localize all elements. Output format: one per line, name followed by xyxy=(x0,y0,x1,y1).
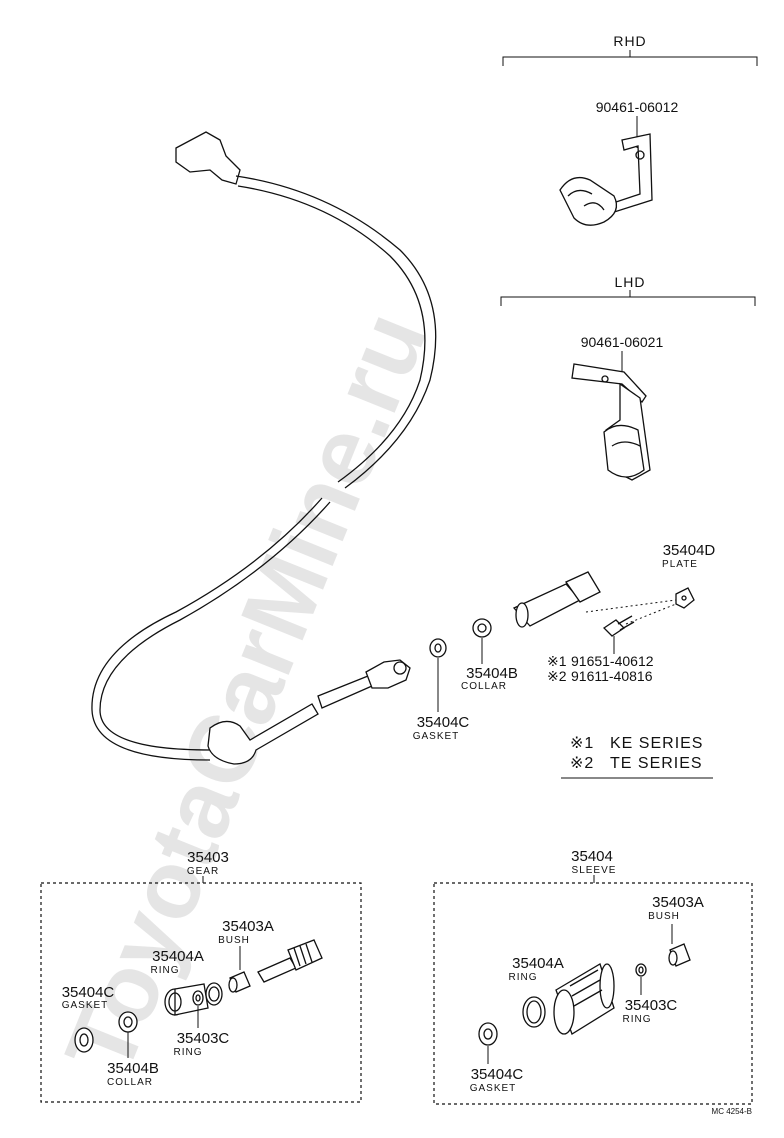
plate-label: PLATE xyxy=(662,559,698,570)
rhd-title: RHD xyxy=(613,33,646,49)
plate-icon xyxy=(675,587,695,609)
sleeve-gasket-number[interactable]: 35404C xyxy=(471,1066,524,1083)
bolt-mark-1: ※1 xyxy=(547,653,567,669)
gear-gasket-icon xyxy=(74,1027,94,1053)
sleeve-box-border xyxy=(433,882,753,1105)
bolt-icon xyxy=(602,615,635,654)
cable-meter-end-icon xyxy=(175,131,241,185)
sleeve-gasket-icon xyxy=(478,1022,498,1064)
rhd-section: RHD 90461-06012 xyxy=(502,33,758,226)
gear-bush-number[interactable]: 35403A xyxy=(222,918,274,935)
sleeve-bush-number[interactable]: 35403A xyxy=(652,894,704,911)
sleeve-box-label: SLEEVE xyxy=(572,865,617,876)
cable-lower-inner xyxy=(91,497,323,761)
gear-box: 35403 GEAR 35403A BUSH 35404A RING xyxy=(40,849,362,1103)
collar-label: COLLAR xyxy=(461,681,507,692)
lhd-bracket-line xyxy=(500,290,756,306)
gear-ring-a-label: RING xyxy=(151,965,180,976)
sleeve-ring-c-icon xyxy=(635,963,647,995)
series-legend: ※1 KE SERIES ※2 TE SERIES xyxy=(561,735,713,779)
gear-collar-label: COLLAR xyxy=(107,1077,153,1088)
gear-box-label: GEAR xyxy=(187,866,219,877)
collar-part-number[interactable]: 35404B xyxy=(466,665,518,682)
legend-text-2: TE SERIES xyxy=(610,755,703,772)
sleeve-bush-label: BUSH xyxy=(648,911,680,922)
legend-mark-2: ※2 xyxy=(570,755,594,772)
gasket-label: GASKET xyxy=(413,731,460,742)
cable-inner-shaft xyxy=(317,675,373,709)
rhd-bracket-line xyxy=(502,50,758,66)
gear-ring-a-number[interactable]: 35404A xyxy=(152,948,204,965)
rhd-part-number[interactable]: 90461-06012 xyxy=(596,99,679,115)
bolt-part-number-2[interactable]: 91611-40816 xyxy=(571,668,653,684)
sleeve-ring-a-label: RING xyxy=(509,972,538,983)
sleeve-assembly-icon xyxy=(512,571,601,628)
watermark: ToyotaCarMine.ru xyxy=(45,298,447,1088)
legend-mark-1: ※1 xyxy=(570,735,594,752)
bolt-part-number-1[interactable]: 91651-40612 xyxy=(571,653,654,669)
sleeve-ring-a-number[interactable]: 35404A xyxy=(512,955,564,972)
cable-end-tip xyxy=(393,661,407,675)
lhd-part-number[interactable]: 90461-06021 xyxy=(581,334,664,350)
gear-shaft-icon xyxy=(257,939,323,983)
plate-dotted-leaders xyxy=(585,599,677,625)
lhd-title: LHD xyxy=(614,274,645,290)
sleeve-body-icon xyxy=(553,963,615,1035)
drawing-code: MC 4254-B xyxy=(712,1107,752,1116)
plate-part-number[interactable]: 35404D xyxy=(663,542,716,559)
gasket-part-number[interactable]: 35404C xyxy=(417,714,470,731)
gear-collar-icon xyxy=(118,1011,138,1058)
sleeve-ring-c-label: RING xyxy=(623,1014,652,1025)
gear-ring-c-icon xyxy=(192,990,204,1028)
sleeve-gasket-label: GASKET xyxy=(470,1083,517,1094)
gear-box-border xyxy=(40,882,362,1103)
speedometer-cable xyxy=(91,131,437,765)
gear-gasket-number[interactable]: 35404C xyxy=(62,984,115,1001)
lhd-section: LHD 90461-06021 xyxy=(500,274,756,481)
sleeve-box: 35404 SLEEVE 35403A BUSH 35404A RING 3 xyxy=(433,848,753,1105)
collar-icon xyxy=(472,618,492,664)
cable-upper-inner xyxy=(237,185,426,483)
sleeve-ring-c-number[interactable]: 35403C xyxy=(625,997,678,1014)
gear-collar-number[interactable]: 35404B xyxy=(107,1060,159,1077)
gear-box-number[interactable]: 35403 xyxy=(187,849,229,866)
gear-bush-icon xyxy=(228,971,251,993)
rhd-clip-icon xyxy=(559,133,653,226)
cable-lower-outer xyxy=(99,501,331,751)
gear-ring-c-label: RING xyxy=(174,1047,203,1058)
sleeve-bush-icon xyxy=(668,924,691,967)
sleeve-box-number[interactable]: 35404 xyxy=(571,848,613,865)
lhd-clip-icon xyxy=(571,363,651,481)
gear-ring-c-number[interactable]: 35403C xyxy=(177,1030,230,1047)
legend-text-1: KE SERIES xyxy=(610,735,703,752)
cable-upper-outer xyxy=(235,175,437,489)
gasket-icon xyxy=(429,638,447,712)
bolt-mark-2: ※2 xyxy=(547,668,567,684)
sleeve-ring-a-icon xyxy=(522,996,546,1028)
gear-gasket-label: GASKET xyxy=(62,1000,109,1011)
gear-bush-label: BUSH xyxy=(218,935,250,946)
cable-grommet-icon xyxy=(207,703,319,765)
